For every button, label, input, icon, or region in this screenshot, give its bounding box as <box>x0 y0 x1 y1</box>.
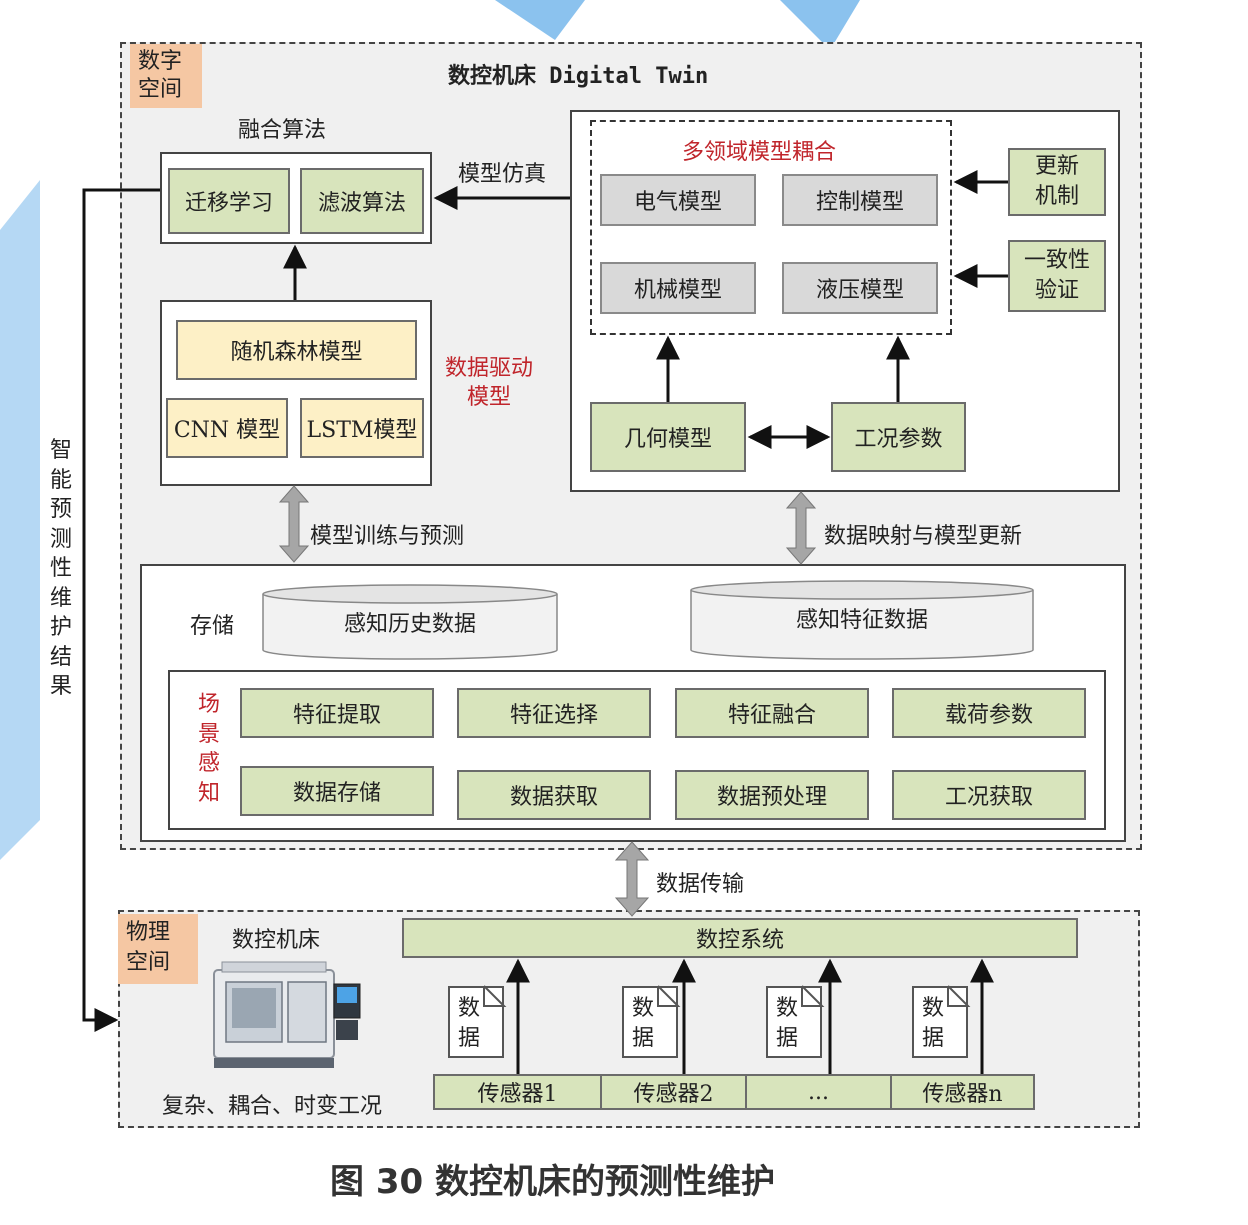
working-condition-params-box: 工况参数 <box>831 402 966 472</box>
condition-acquisition-box: 工况获取 <box>892 770 1086 820</box>
storage-label: 存储 <box>190 614 235 639</box>
data-document-3: 数据 <box>766 986 822 1058</box>
sensor-ellipsis-box: ... <box>745 1074 892 1110</box>
physical-space-tag: 物理空间 <box>118 914 198 984</box>
history-data-cylinder <box>262 584 558 660</box>
cnn-model-box: CNN 模型 <box>166 398 288 458</box>
data-document-1: 数据 <box>448 986 504 1058</box>
data-storage-box: 数据存储 <box>240 766 434 816</box>
load-params-box: 载荷参数 <box>892 688 1086 738</box>
feature-selection-box: 特征选择 <box>457 688 651 738</box>
sensor-2-box: 传感器2 <box>600 1074 747 1110</box>
cnc-machine-label: 数控机床 <box>232 928 321 953</box>
scene-perception-label: 场景感知 <box>197 692 220 806</box>
working-conditions-label: 复杂、耦合、时变工况 <box>162 1094 383 1119</box>
electrical-model-box: 电气模型 <box>600 174 756 226</box>
fusion-algorithm-title: 融合算法 <box>238 118 327 143</box>
update-mechanism-box: 更新机制 <box>1008 148 1106 216</box>
data-document-4: 数据 <box>912 986 968 1058</box>
data-mapping-update-label: 数据映射与模型更新 <box>824 524 1023 549</box>
feature-extraction-box: 特征提取 <box>240 688 434 738</box>
feature-data-label: 感知特征数据 <box>795 608 928 633</box>
feature-data-cylinder <box>690 580 1034 660</box>
transfer-learning-box: 迁移学习 <box>168 168 290 234</box>
filter-algorithm-box: 滤波算法 <box>300 168 424 234</box>
mechanical-model-box: 机械模型 <box>600 262 756 314</box>
figure-caption: 图 30 数控机床的预测性维护 <box>330 1162 775 1202</box>
data-driven-model-label: 数据驱动模型 <box>444 356 533 410</box>
maintenance-result-label: 智能预测性维护结果 <box>49 438 72 699</box>
control-model-box: 控制模型 <box>782 174 938 226</box>
model-simulation-label: 模型仿真 <box>458 162 547 187</box>
cnc-machine-icon <box>213 961 361 1068</box>
multi-domain-coupling-title: 多领域模型耦合 <box>682 140 837 165</box>
cnc-system-bar: 数控系统 <box>402 918 1078 958</box>
geometry-model-box: 几何模型 <box>590 402 746 472</box>
hydraulic-model-box: 液压模型 <box>782 262 938 314</box>
digital-space-tag: 数字空间 <box>130 44 202 108</box>
feature-fusion-box: 特征融合 <box>675 688 869 738</box>
digital-twin-title: 数控机床 Digital Twin <box>448 64 709 89</box>
data-transmission-label: 数据传输 <box>656 872 745 897</box>
model-training-prediction-label: 模型训练与预测 <box>310 524 465 549</box>
sensor-n-box: 传感器n <box>890 1074 1035 1110</box>
data-preprocessing-box: 数据预处理 <box>675 770 869 820</box>
data-acquisition-box: 数据获取 <box>457 770 651 820</box>
lstm-model-box: LSTM模型 <box>300 398 424 458</box>
consistency-check-box: 一致性验证 <box>1008 240 1106 312</box>
data-document-2: 数据 <box>622 986 678 1058</box>
random-forest-box: 随机森林模型 <box>176 320 417 380</box>
sensor-1-box: 传感器1 <box>433 1074 602 1110</box>
history-data-label: 感知历史数据 <box>343 612 476 637</box>
